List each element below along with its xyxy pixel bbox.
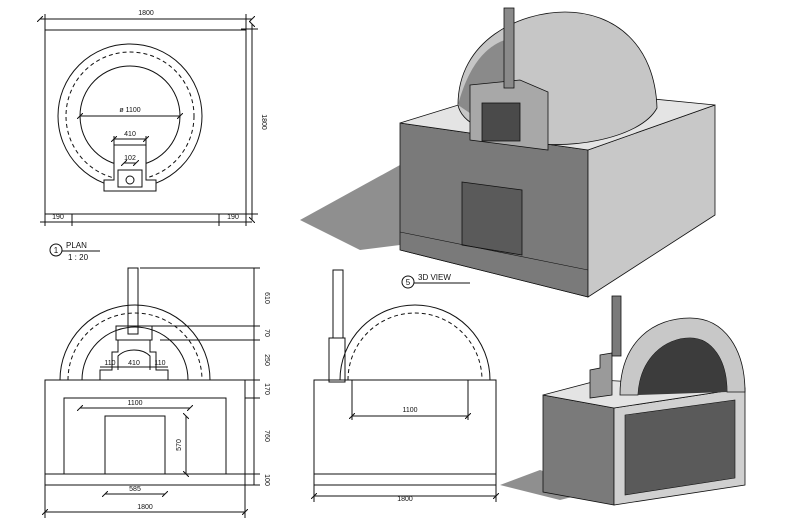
side-arch-block	[328, 337, 346, 383]
front-dim-arch-left: 110	[104, 360, 115, 367]
side-slab	[313, 473, 497, 486]
plan-title-number-circle	[49, 243, 63, 257]
view3d-storage-opening	[461, 181, 523, 256]
front-dim-arch-right: 110	[154, 360, 165, 367]
side-dim-interior: 1100	[402, 407, 417, 414]
plan-title: PLAN	[66, 241, 87, 250]
front-dim-arch-center: 410	[128, 360, 140, 367]
view3d-shadow	[300, 165, 400, 250]
view3d-section-dome-interior	[638, 338, 727, 395]
front-dome-inner	[81, 326, 189, 381]
plan-dim-height: 1800	[260, 114, 267, 130]
view3d-title-block: 5 3D VIEW	[401, 273, 470, 289]
front-dim-flue: 610	[263, 292, 270, 304]
plan-view	[40, 14, 258, 226]
side-dome-dashed	[347, 312, 483, 381]
side-base	[313, 379, 497, 475]
plan-dim-opening: 410	[124, 131, 136, 138]
plan-dim-width: 1800	[138, 10, 154, 17]
view3d-oven-mouth	[481, 102, 521, 142]
front-oven-mouth	[117, 349, 151, 370]
front-chimney	[127, 267, 139, 335]
front-dim-base-height: 760	[263, 430, 270, 442]
front-dim-dome-mid: 250	[263, 354, 270, 366]
front-dim-opening-height: 570	[176, 439, 183, 451]
plan-title-number: 1	[54, 246, 59, 255]
side-dim-overall: 1800	[397, 496, 413, 503]
front-dim-overall: 1800	[137, 504, 153, 511]
front-storage-opening	[104, 415, 166, 475]
front-dim-opening-width: 585	[129, 486, 141, 493]
front-dim-interior: 1100	[127, 400, 142, 407]
view3d-section-arch	[589, 352, 613, 399]
view3d-main	[300, 7, 716, 298]
plan-dim-flue: 102	[124, 155, 136, 162]
front-base	[44, 379, 246, 475]
side-chimney	[332, 269, 344, 339]
front-slab	[44, 473, 246, 486]
plan-dim-diameter: ø 1100	[119, 107, 140, 114]
view3d-chimney	[503, 7, 515, 89]
plan-dim-wall-right: 190	[227, 214, 239, 221]
side-section	[313, 269, 497, 502]
front-dome-outer	[59, 304, 211, 381]
plan-dim-wall-left: 190	[52, 214, 64, 221]
front-dome-dashed	[67, 312, 203, 381]
side-dome-outer	[339, 304, 491, 381]
view3d-title: 3D VIEW	[418, 273, 451, 282]
view3d-section-storage	[624, 399, 736, 496]
front-dim-slab: 100	[263, 474, 270, 486]
view3d-title-number: 5	[406, 278, 411, 287]
plan-scale: 1 : 20	[68, 253, 89, 262]
view3d-title-number-circle	[401, 275, 415, 289]
plan-title-block: 1 PLAN 1 : 20	[49, 241, 100, 262]
plan-flue-opening	[125, 175, 135, 185]
plan-base-outline	[44, 29, 247, 215]
front-elevation	[44, 267, 260, 518]
view3d-section-base-front	[542, 394, 615, 506]
front-dim-dome-top: 70	[263, 329, 270, 337]
front-dim-base-top: 170	[263, 383, 270, 395]
view3d-section	[500, 295, 746, 506]
view3d-section-chimney	[611, 295, 622, 357]
